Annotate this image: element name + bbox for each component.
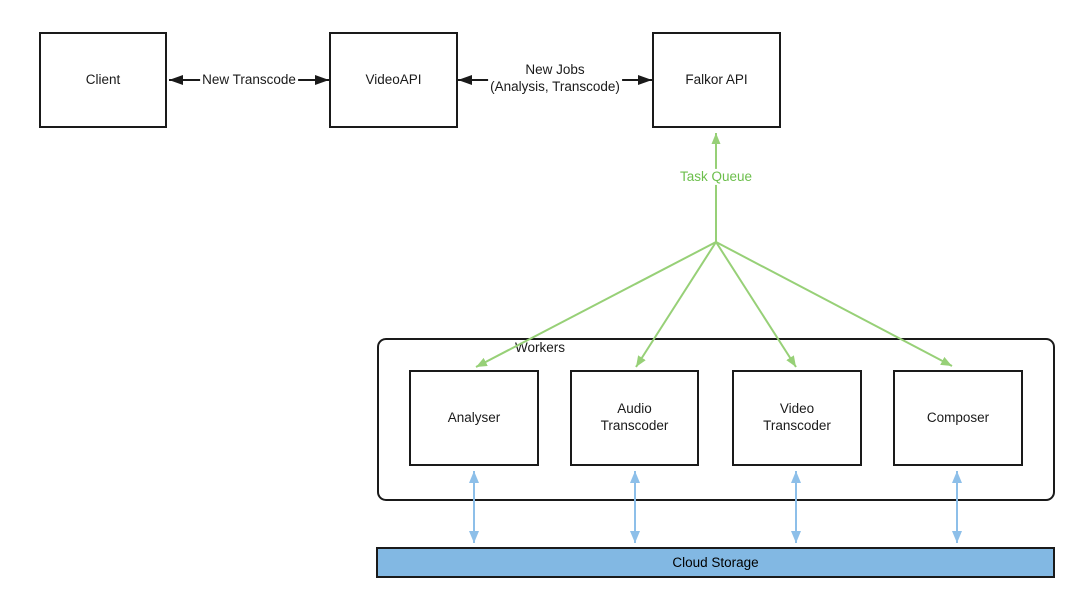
node-client: Client <box>39 32 167 128</box>
edge-label-new-jobs-line1: New Jobs <box>525 62 585 78</box>
node-audio-transcoder: Audio Transcoder <box>570 370 699 466</box>
node-composer: Composer <box>893 370 1023 466</box>
node-audio-transcoder-label: Audio Transcoder <box>600 401 669 433</box>
node-analyser: Analyser <box>409 370 539 466</box>
node-analyser-label: Analyser <box>447 409 501 425</box>
edge-label-new-jobs: New Jobs (Analysis, Transcode) <box>488 62 622 96</box>
edge-label-task-queue: Task Queue <box>677 168 755 186</box>
node-falkor-api: Falkor API <box>652 32 781 128</box>
node-falkor-api-label: Falkor API <box>685 71 748 87</box>
node-client-label: Client <box>85 71 121 87</box>
node-composer-label: Composer <box>926 409 990 425</box>
node-cloud-storage: Cloud Storage <box>376 547 1055 578</box>
edge-label-new-transcode: New Transcode <box>200 71 298 89</box>
node-video-transcoder-label: Video Transcoder <box>763 401 831 433</box>
node-video-transcoder: Video Transcoder <box>732 370 862 466</box>
node-videoapi-label: VideoAPI <box>365 71 422 87</box>
node-cloud-storage-label: Cloud Storage <box>672 555 759 570</box>
workers-container-title: Workers <box>514 340 565 355</box>
node-videoapi: VideoAPI <box>329 32 458 128</box>
edge-label-new-jobs-line2: (Analysis, Transcode) <box>490 79 620 94</box>
